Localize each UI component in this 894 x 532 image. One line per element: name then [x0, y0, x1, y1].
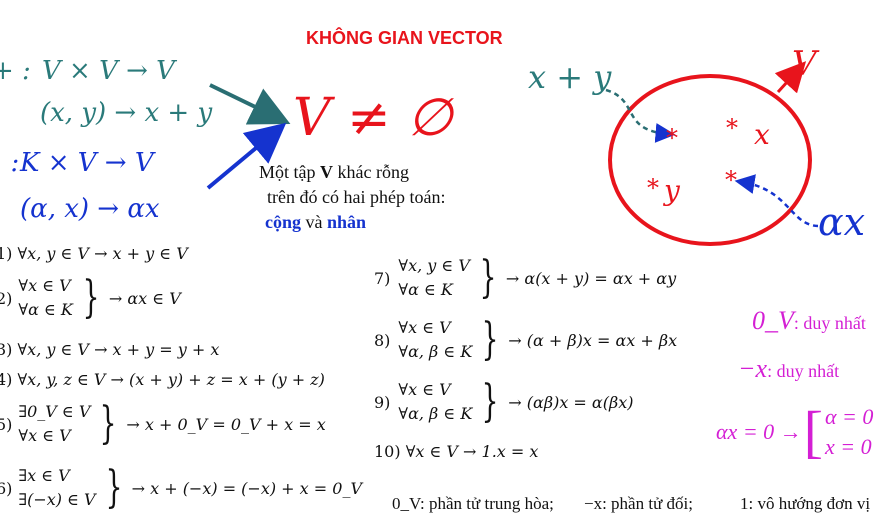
star-ax: * [725, 166, 737, 194]
axiom-8: 8) ∀x ∈ V ∀α, β ∈ K } → (α + β)x = αx + … [374, 314, 678, 365]
set-v-label: V [792, 44, 817, 84]
axiom-9: 9) ∀x ∈ V ∀α, β ∈ K } → (αβ)x = α(βx) [374, 376, 634, 427]
neg-unique-note: −x: duy nhất [738, 354, 840, 383]
sum-label: x + y [528, 58, 612, 96]
set-v-ellipse [608, 74, 812, 246]
scalar-dashed-arrow [734, 174, 819, 228]
footer-unit: 1: vô hướng đơn vị [740, 494, 871, 513]
axiom-10: 10) ∀x ∈ V → 1.x = x [374, 442, 539, 461]
footer-zero: 0_V: phần tử trung hòa; [392, 494, 554, 513]
nonempty-statement: V ≠ ∅ [293, 88, 453, 148]
ax-zero-note: αx = 0 → [ α = 0 x = 0 [716, 399, 874, 464]
ax-label: αx [818, 200, 866, 244]
footer-neg: −x: phần tử đối; [584, 494, 693, 513]
set-v-pointer [774, 61, 807, 94]
mul-op-label: . : [0, 148, 20, 178]
star-y: * [647, 174, 659, 202]
axiom-6: 6) ∃x ∈ V ∃(−x) ∈ V } → x + (−x) = (−x) … [0, 462, 363, 513]
page-title: KHÔNG GIAN VECTOR [306, 28, 503, 48]
add-op-map: V × V → V [42, 56, 175, 86]
mul-op-map: K × V → V [20, 148, 154, 178]
axiom-4: 4) ∀x, y, z ∈ V → (x + y) + z = x + (y +… [0, 370, 325, 389]
star-x: * [726, 114, 738, 142]
y-label: y [664, 174, 680, 207]
mul-op-pair: (α, x) → αx [20, 194, 160, 224]
add-arrow [209, 83, 291, 125]
zero-unique-note: 0_V: duy nhất [752, 306, 866, 335]
add-op-pair: (x, y) → x + y [40, 98, 213, 128]
axiom-3: 3) ∀x, y ∈ V → x + y = y + x [0, 340, 220, 359]
axiom-7: 7) ∀x, y ∈ V ∀α ∈ K } → α(x + y) = αx + … [374, 252, 677, 303]
sum-dashed-arrow [605, 88, 676, 143]
star-sum: * [666, 124, 678, 152]
mul-arrow [206, 122, 287, 190]
x-label: x [754, 118, 770, 151]
axiom-5: 5) ∃0_V ∈ V ∀x ∈ V } → x + 0_V = 0_V + x… [0, 398, 326, 449]
axiom-1: 1) ∀x, y ∈ V → x + y ∈ V [0, 244, 188, 263]
definition-text: Một tập V khác rỗng trên đó có hai phép … [259, 162, 446, 232]
add-op-label: + : [0, 56, 31, 86]
axiom-2: 2) ∀x ∈ V ∀α ∈ K } → αx ∈ V [0, 272, 181, 323]
